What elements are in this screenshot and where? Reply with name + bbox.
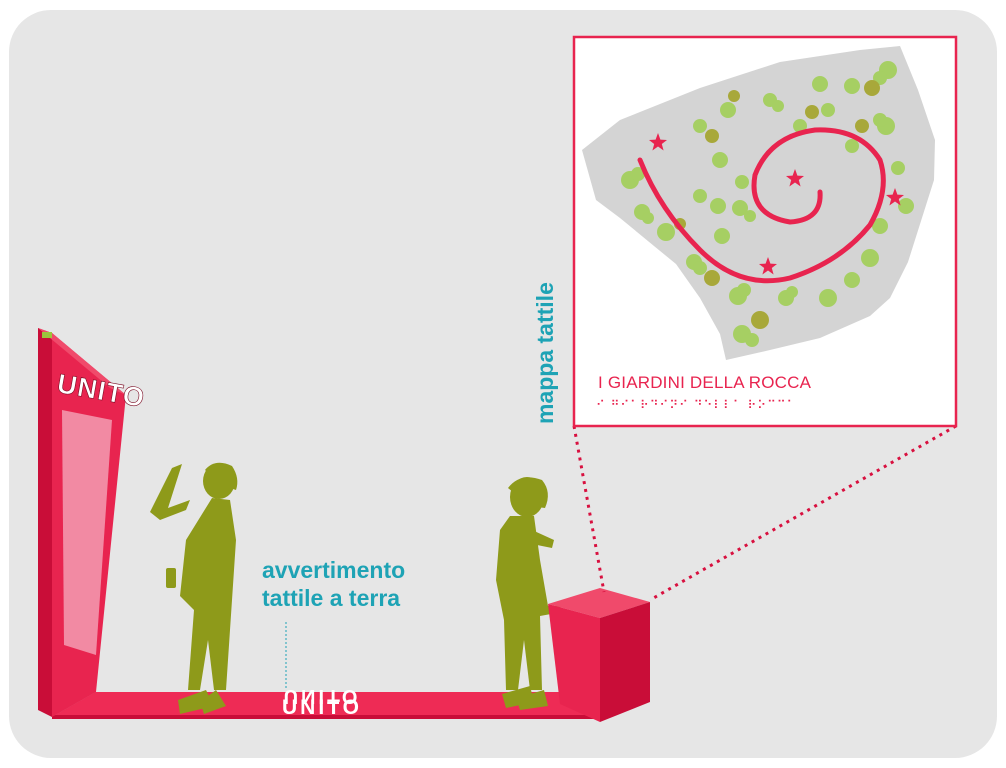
floor-label-mirrored: UNITO xyxy=(284,685,361,707)
tactile-map-lectern xyxy=(548,588,650,722)
tactile-map-caption: mappa tattile xyxy=(532,282,558,424)
floor-warning-caption: avvertimento tattile a terra xyxy=(262,556,405,612)
tactile-map-inset xyxy=(572,35,958,428)
person-looking-up-silhouette xyxy=(150,462,238,714)
zoom-connector-lines xyxy=(572,424,957,602)
floor-label: UNITO xyxy=(282,696,362,719)
map-title: I GIARDINI DELLA ROCCA xyxy=(598,373,812,392)
unito-sign-totem: UNITO xyxy=(38,328,148,717)
map-point-stars xyxy=(649,133,904,275)
person-touching-map-silhouette xyxy=(496,477,562,710)
tree-clusters xyxy=(621,61,914,347)
map-braille-text: ⠊ ⠛⠊⠁⠗⠙⠊⠝⠊ ⠙⠑⠇⠇⠁ ⠗⠕⠉⠉⠁ xyxy=(596,398,797,412)
garden-path xyxy=(637,127,886,284)
floor-warning-caption-line-2: tattile a terra xyxy=(262,585,401,611)
floor-warning-caption-line-1: avvertimento xyxy=(262,557,406,583)
